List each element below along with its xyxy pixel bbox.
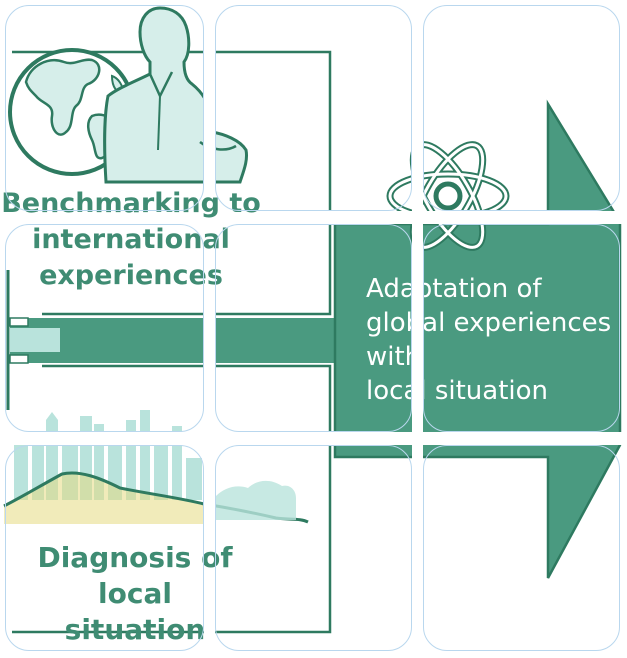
mountains-icon — [3, 471, 309, 524]
connector-bar-inset — [10, 328, 60, 352]
benchmarking-label: Benchmarking to international experience… — [1, 188, 261, 291]
connector-bar — [10, 318, 335, 363]
connector-tab-bottom — [9, 354, 29, 364]
adaptation-label: Adaptation of global experiences with lo… — [366, 274, 612, 406]
diagnosis-label: Diagnosis of local situation — [37, 541, 233, 646]
connector-tab-top — [9, 317, 29, 327]
businessman-icon — [103, 6, 248, 184]
